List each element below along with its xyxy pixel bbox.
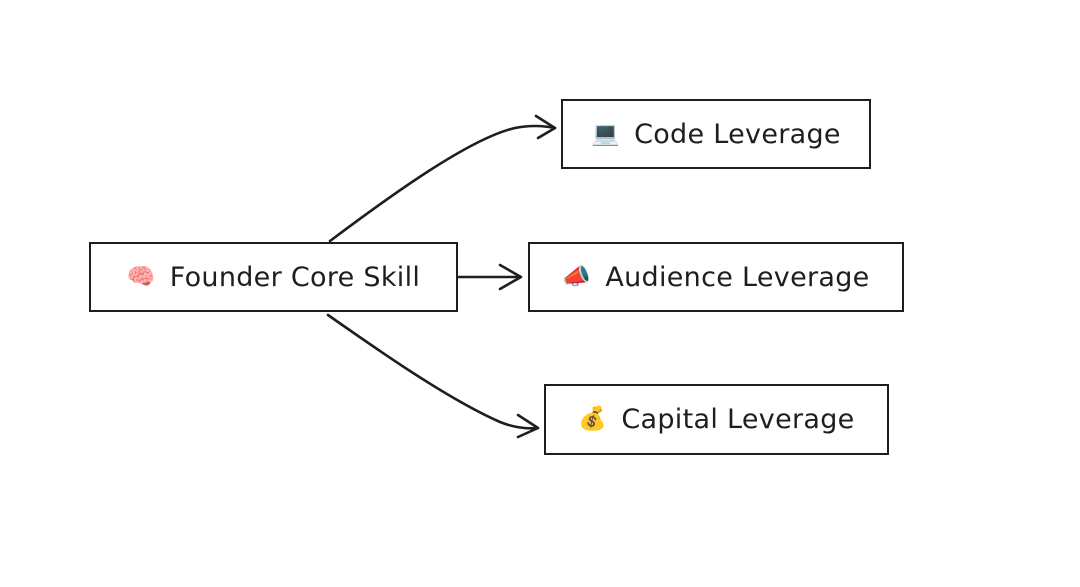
arrow-core-to-capital <box>326 313 540 439</box>
laptop-icon: 💻 <box>591 120 621 147</box>
node-label: Code Leverage <box>634 118 841 150</box>
node-founder-core-skill[interactable]: 🧠 Founder Core Skill <box>89 242 458 312</box>
brain-icon: 🧠 <box>126 263 156 290</box>
arrow-core-to-code <box>328 114 557 243</box>
node-label: Audience Leverage <box>605 261 870 293</box>
node-audience-leverage[interactable]: 📣 Audience Leverage <box>528 242 904 312</box>
money-bag-icon: 💰 <box>578 406 608 432</box>
arrow-core-to-audience <box>457 263 523 291</box>
node-capital-leverage[interactable]: 💰 Capital Leverage <box>544 384 889 455</box>
node-code-leverage[interactable]: 💻 Code Leverage <box>561 99 871 169</box>
megaphone-icon: 📣 <box>562 263 592 290</box>
node-label: Capital Leverage <box>621 404 855 435</box>
node-label: Founder Core Skill <box>169 261 421 293</box>
